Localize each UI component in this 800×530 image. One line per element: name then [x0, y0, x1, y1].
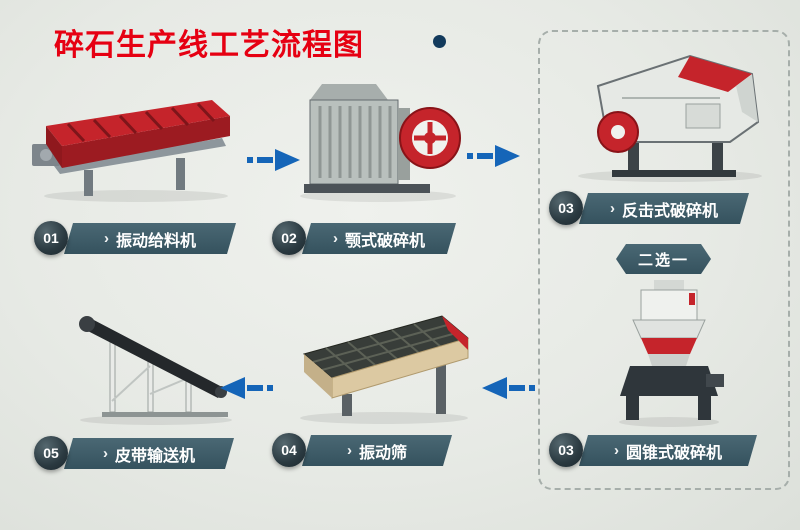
- jaw-crusher-illustration: [300, 84, 461, 202]
- step-label-belt-conveyor: › 皮带输送机: [64, 438, 234, 469]
- flow-arrow-right-1-icon: [247, 149, 300, 171]
- step-label-vibrating-screen: › 振动筛: [302, 435, 452, 466]
- cone-crusher-illustration: [619, 280, 724, 427]
- belt-conveyor-illustration: [79, 316, 232, 425]
- flow-arrow-left-1-icon: [482, 377, 535, 399]
- step-label-text: 颚式破碎机: [344, 232, 425, 250]
- chevron-icon: ›: [613, 442, 619, 459]
- step-label-text: 振动筛: [358, 444, 407, 462]
- flow-arrow-right-2-icon: [467, 145, 520, 167]
- vibrating-screen-illustration: [300, 315, 470, 424]
- step-number-badge-04: 04: [272, 433, 306, 467]
- page-title: 碎石生产线工艺流程图: [54, 29, 364, 62]
- choice-one-of-two-ribbon: 二选一: [616, 244, 711, 274]
- step-label-impact-crusher: › 反击式破碎机: [579, 193, 749, 224]
- chevron-icon: ›: [102, 445, 108, 462]
- title-dot-icon: [433, 35, 446, 48]
- step-number-badge-03-cone: 03: [549, 433, 583, 467]
- step-label-text: 皮带输送机: [114, 447, 195, 465]
- choice-group-box: [538, 30, 790, 490]
- chevron-icon: ›: [346, 442, 352, 459]
- chevron-icon: ›: [609, 200, 615, 217]
- impact-crusher-illustration: [578, 54, 762, 182]
- vibrating-feeder-illustration: [32, 100, 230, 202]
- step-label-text: 反击式破碎机: [621, 202, 718, 220]
- chevron-icon: ›: [103, 230, 109, 247]
- step-label-cone-crusher: › 圆锥式破碎机: [579, 435, 757, 466]
- step-number-badge-03-impact: 03: [549, 191, 583, 225]
- step-label-vibrating-feeder: › 振动给料机: [64, 223, 236, 254]
- step-label-jaw-crusher: › 颚式破碎机: [302, 223, 456, 254]
- chevron-icon: ›: [332, 230, 338, 247]
- step-label-text: 圆锥式破碎机: [625, 444, 722, 462]
- step-number-badge-02: 02: [272, 221, 306, 255]
- step-number-badge-05: 05: [34, 436, 68, 470]
- flow-arrow-left-2-icon: [220, 377, 273, 399]
- step-label-text: 振动给料机: [115, 232, 196, 250]
- step-number-badge-01: 01: [34, 221, 68, 255]
